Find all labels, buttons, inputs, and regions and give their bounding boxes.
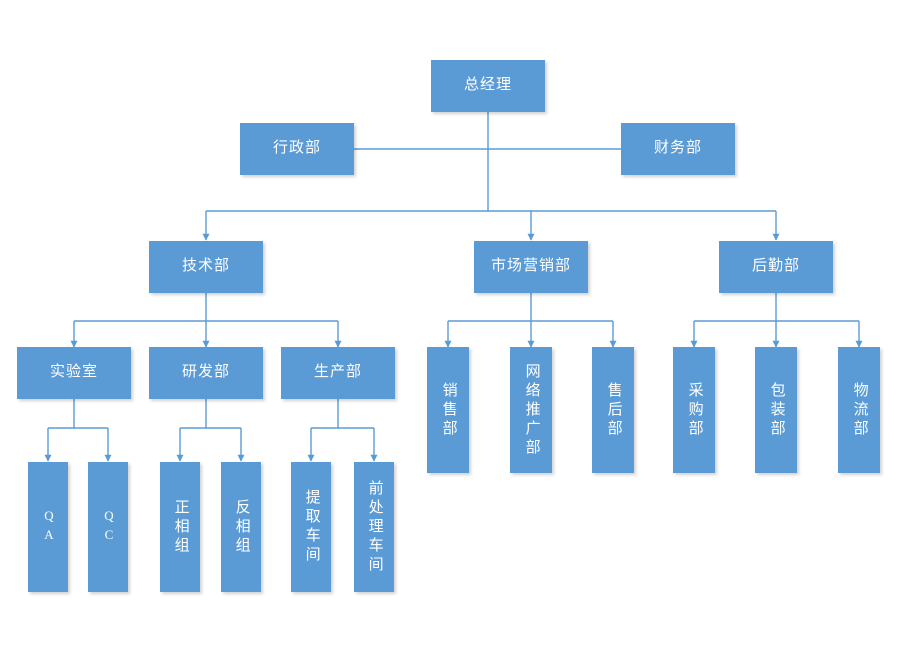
- node-qc[interactable]: QC: [88, 462, 128, 592]
- node-label: 采购部: [686, 381, 703, 439]
- node-label: 市场营销部: [490, 258, 571, 275]
- node-support-department[interactable]: 后勤部: [719, 241, 833, 293]
- node-label: QA: [41, 508, 57, 546]
- node-label: QC: [101, 508, 117, 546]
- node-technology-department[interactable]: 技术部: [149, 241, 263, 293]
- node-sales-department[interactable]: 销售部: [427, 347, 469, 473]
- node-label: 反相组: [233, 498, 250, 556]
- node-label: 后勤部: [751, 258, 800, 275]
- node-finance[interactable]: 财务部: [621, 123, 735, 175]
- node-label: 正相组: [172, 498, 189, 556]
- node-label: 前处理车间: [366, 479, 383, 575]
- node-label: 总经理: [463, 77, 512, 94]
- node-administration[interactable]: 行政部: [240, 123, 354, 175]
- node-label: 包装部: [768, 381, 785, 439]
- node-label: 行政部: [272, 140, 321, 157]
- node-after-sales-department[interactable]: 售后部: [592, 347, 634, 473]
- node-normal-phase-group[interactable]: 正相组: [160, 462, 200, 592]
- node-distribution-department[interactable]: 物流部: [838, 347, 880, 473]
- node-label: 生产部: [313, 364, 362, 381]
- node-procurement-department[interactable]: 采购部: [673, 347, 715, 473]
- node-label: 网络推广部: [523, 362, 540, 458]
- node-label: 提取车间: [303, 489, 320, 565]
- node-label: 技术部: [181, 258, 230, 275]
- node-packaging-department[interactable]: 包装部: [755, 347, 797, 473]
- node-label: 实验室: [49, 364, 98, 381]
- node-reverse-phase-group[interactable]: 反相组: [221, 462, 261, 592]
- node-label: 售后部: [605, 381, 622, 439]
- node-label: 物流部: [851, 381, 868, 439]
- node-qa[interactable]: QA: [28, 462, 68, 592]
- node-pretreatment-workshop[interactable]: 前处理车间: [354, 462, 394, 592]
- node-laboratory[interactable]: 实验室: [17, 347, 131, 399]
- node-marketing-department[interactable]: 市场营销部: [474, 241, 588, 293]
- node-general-manager[interactable]: 总经理: [431, 60, 545, 112]
- node-label: 研发部: [181, 364, 230, 381]
- node-label: 财务部: [653, 140, 702, 157]
- node-extraction-workshop[interactable]: 提取车间: [291, 462, 331, 592]
- node-production-department[interactable]: 生产部: [281, 347, 395, 399]
- node-label: 销售部: [440, 381, 457, 439]
- node-research-and-development[interactable]: 研发部: [149, 347, 263, 399]
- node-online-promotion-department[interactable]: 网络推广部: [510, 347, 552, 473]
